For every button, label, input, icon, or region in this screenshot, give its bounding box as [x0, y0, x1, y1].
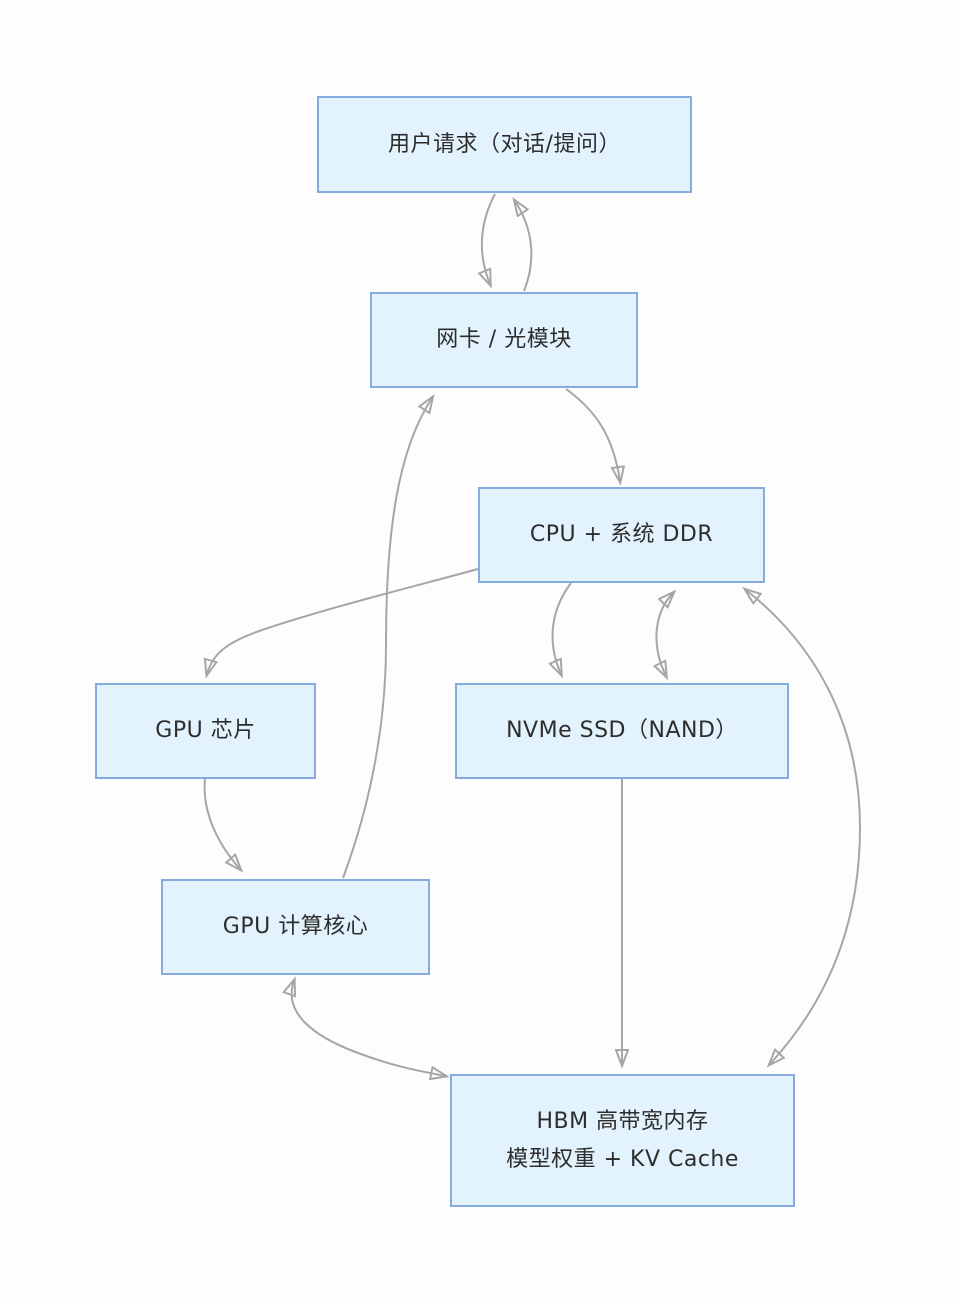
edge-cpu-to-gpu-chip — [207, 568, 479, 674]
edge-nvme-to-cpu — [656, 593, 673, 676]
node-hbm-label-line2: 模型权重 + KV Cache — [506, 1146, 739, 1172]
edge-cpu-to-hbm — [746, 590, 862, 1064]
node-hbm: HBM 高带宽内存 模型权重 + KV Cache — [450, 1074, 795, 1207]
node-hbm-label-line1: HBM 高带宽内存 — [536, 1109, 709, 1135]
node-gpu-core-label: GPU 计算核心 — [222, 914, 369, 940]
node-cpu-label: CPU + 系统 DDR — [529, 522, 714, 548]
edge-gpu-chip-to-gpu-core — [203, 778, 240, 869]
node-nic-label: 网卡 / 光模块 — [436, 327, 572, 353]
node-nvme: NVMe SSD（NAND） — [455, 683, 789, 779]
edge-gpu-core-to-nic — [342, 398, 432, 879]
node-gpu-core: GPU 计算核心 — [161, 879, 430, 975]
node-user-request: 用户请求（对话/提问） — [317, 96, 692, 193]
edge-nic-to-cpu — [565, 388, 620, 481]
node-gpu-chip-label: GPU 芯片 — [155, 718, 256, 744]
edge-user-request-to-nic — [482, 193, 496, 284]
node-gpu-chip: GPU 芯片 — [95, 683, 316, 779]
edge-gpu-core-to-hbm — [292, 981, 445, 1076]
edge-cpu-to-nvme — [553, 582, 572, 674]
node-cpu: CPU + 系统 DDR — [478, 487, 765, 583]
edge-nic-to-user-request — [515, 201, 533, 292]
node-nvme-label: NVMe SSD（NAND） — [506, 718, 738, 744]
node-nic: 网卡 / 光模块 — [370, 292, 638, 388]
node-user-request-label: 用户请求（对话/提问） — [388, 131, 621, 157]
